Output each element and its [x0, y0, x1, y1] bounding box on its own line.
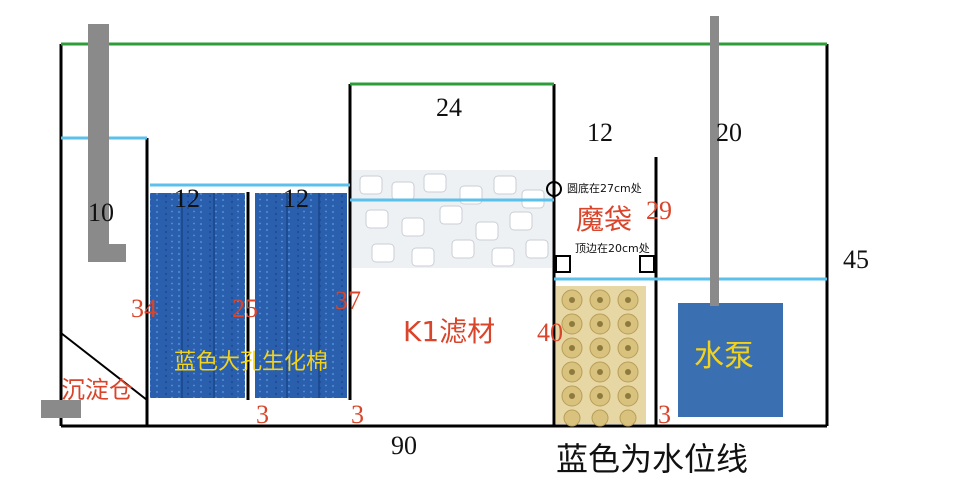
bag-circle-marker [546, 181, 562, 197]
label-12-b: 12 [283, 184, 309, 213]
label-gap-3: 3 [658, 400, 671, 429]
partition-walls [145, 84, 658, 426]
settle-chamber-label: 沉淀仓 [61, 376, 133, 404]
filter-bag-label: 魔袋 [576, 203, 633, 236]
label-gap-1: 3 [256, 400, 269, 429]
settle-slope [60, 332, 148, 401]
k1-media-image [352, 170, 552, 268]
inlet-pipe [88, 24, 126, 262]
sponge-block-1 [150, 193, 245, 398]
pump-pipe [710, 16, 719, 306]
top-edge-note: 顶边在20cm处 [575, 242, 650, 255]
label-12-c: 12 [587, 118, 613, 147]
label-20: 20 [716, 118, 742, 147]
bag-bracket-right [639, 255, 655, 273]
label-12-a: 12 [174, 184, 200, 213]
label-10: 10 [88, 198, 114, 227]
label-45: 45 [843, 245, 869, 274]
water-level-lines [61, 136, 827, 281]
label-25: 25 [232, 294, 258, 323]
tank-outline [59, 44, 829, 428]
bag-bracket-left [555, 255, 571, 273]
drain-outlet [41, 400, 81, 418]
label-90: 90 [391, 431, 417, 460]
label-40: 40 [537, 318, 563, 347]
label-29: 29 [646, 196, 672, 225]
sponge-label: 蓝色大孔生化棉 [174, 350, 329, 375]
label-37: 37 [335, 286, 361, 315]
label-34: 34 [131, 294, 157, 323]
k1-media-label: K1滤材 [403, 315, 496, 348]
ceramic-rings-image [556, 286, 646, 427]
legend-note: 蓝色为水位线 [556, 440, 749, 478]
pump-box [678, 303, 783, 417]
sponge-seams [181, 193, 320, 398]
sponge-block-2 [255, 193, 347, 398]
circle-note: 圆底在27cm处 [567, 182, 642, 195]
pump-label: 水泵 [694, 339, 754, 374]
label-gap-2: 3 [351, 400, 364, 429]
label-24: 24 [436, 93, 462, 122]
